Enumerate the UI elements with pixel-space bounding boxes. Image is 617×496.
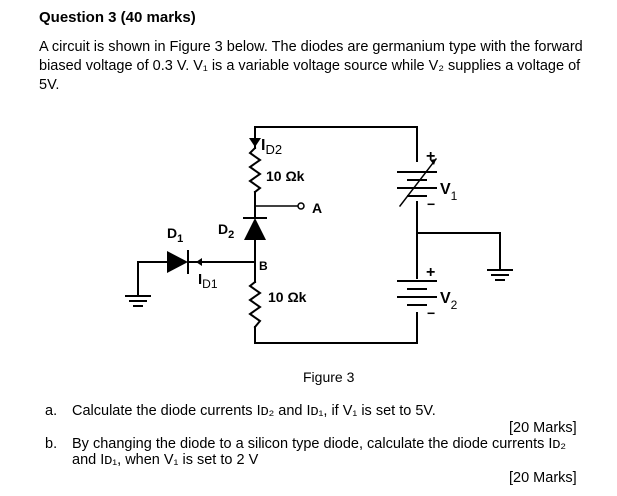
label-id1: ID1 <box>198 271 218 291</box>
part-b-text-line-2: and Iᴅ₁, when V₁ is set to 2 V <box>72 452 259 468</box>
resistor-bottom <box>248 280 262 329</box>
part-a-text: Calculate the diode currents Iᴅ₂ and Iᴅ₁… <box>72 403 436 419</box>
intro-line-3: 5V. <box>39 77 60 93</box>
part-b-marks: [20 Marks] <box>509 470 577 486</box>
label-d1: D1 <box>167 225 183 245</box>
label-node-a: A <box>312 200 322 216</box>
question-title: Question 3 (40 marks) <box>39 9 196 26</box>
part-a-marks: [20 Marks] <box>509 420 577 436</box>
label-v1: V1 <box>440 181 458 203</box>
d2-diode-icon <box>244 218 266 240</box>
figure-caption: Figure 3 <box>303 369 355 385</box>
v1-arrow-head-icon <box>430 159 436 165</box>
part-b-text-line-1: By changing the diode to a silicon type … <box>72 436 567 452</box>
label-d2: D2 <box>218 221 234 241</box>
resistor-top <box>248 146 262 194</box>
label-v2: V2 <box>440 290 458 312</box>
part-a-letter: a. <box>45 403 58 419</box>
label-id2: ID2 <box>261 137 282 157</box>
label-r-top: 10 Ωk <box>266 168 305 184</box>
v1-variable-arrow <box>398 157 438 208</box>
node-a-terminal <box>297 202 305 210</box>
v1-plus-sign: + <box>426 148 435 165</box>
id1-arrow-icon <box>196 258 202 266</box>
v2-minus-sign: − <box>427 305 435 321</box>
label-r-bottom: 10 Ωk <box>268 289 307 305</box>
d1-diode-icon <box>167 251 188 273</box>
intro-line-2: biased voltage of 0.3 V. V₁ is a variabl… <box>39 58 581 74</box>
part-b-letter: b. <box>45 436 58 452</box>
intro-line-1: A circuit is shown in Figure 3 below. Th… <box>39 39 583 55</box>
label-node-b: B <box>259 259 268 273</box>
v1-minus-sign: − <box>427 196 435 212</box>
v2-plus-sign: + <box>426 264 435 281</box>
id2-arrow-icon <box>249 138 261 147</box>
